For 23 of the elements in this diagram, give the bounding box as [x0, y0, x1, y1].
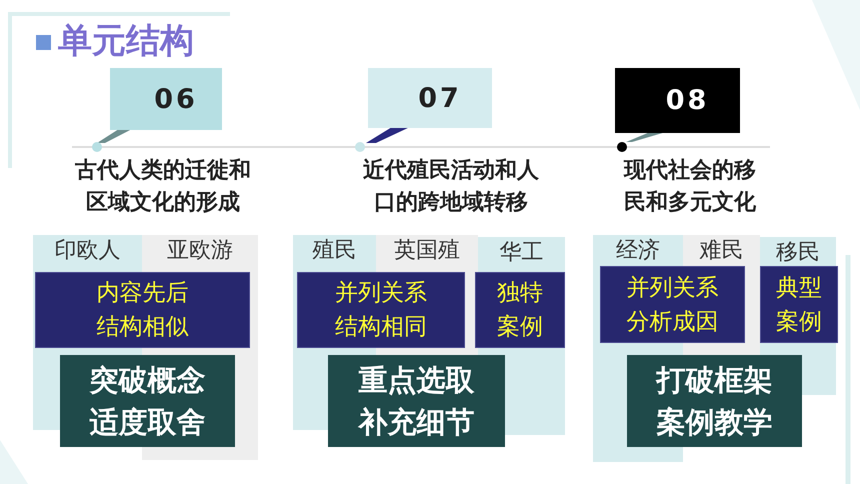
- note-box: 独特案例: [475, 272, 565, 348]
- text-card: 亚欧游: [142, 235, 258, 271]
- text-card: 经济: [593, 235, 683, 265]
- note-box: 内容先后结构相似: [35, 272, 250, 348]
- number-tab: 08: [615, 68, 740, 133]
- section-heading: 近代殖民活动和人口的跨地域转移: [362, 157, 540, 217]
- text-card: 移民: [760, 237, 836, 265]
- note-box: 突破概念适度取舍: [60, 355, 235, 447]
- section-heading: 古代人类的迁徙和区域文化的形成: [74, 157, 252, 217]
- note-box: 并列关系分析成因: [600, 266, 745, 343]
- text-card: 印欧人: [33, 235, 142, 271]
- note-box: 典型案例: [760, 266, 838, 343]
- note-box: 打破框架案例教学: [627, 355, 802, 447]
- title: 单元结构: [58, 20, 194, 63]
- text-card: 英国殖: [376, 235, 478, 271]
- number-tab: 07: [368, 68, 492, 128]
- text-card: 难民: [683, 235, 760, 265]
- note-box: 重点选取补充细节: [328, 355, 505, 447]
- number-tab: 06: [110, 68, 222, 130]
- text-card: 殖民: [293, 235, 376, 271]
- section-heading: 现代社会的移民和多元文化: [622, 157, 757, 217]
- note-box: 并列关系结构相同: [297, 272, 465, 348]
- text-card: 华工: [478, 237, 565, 271]
